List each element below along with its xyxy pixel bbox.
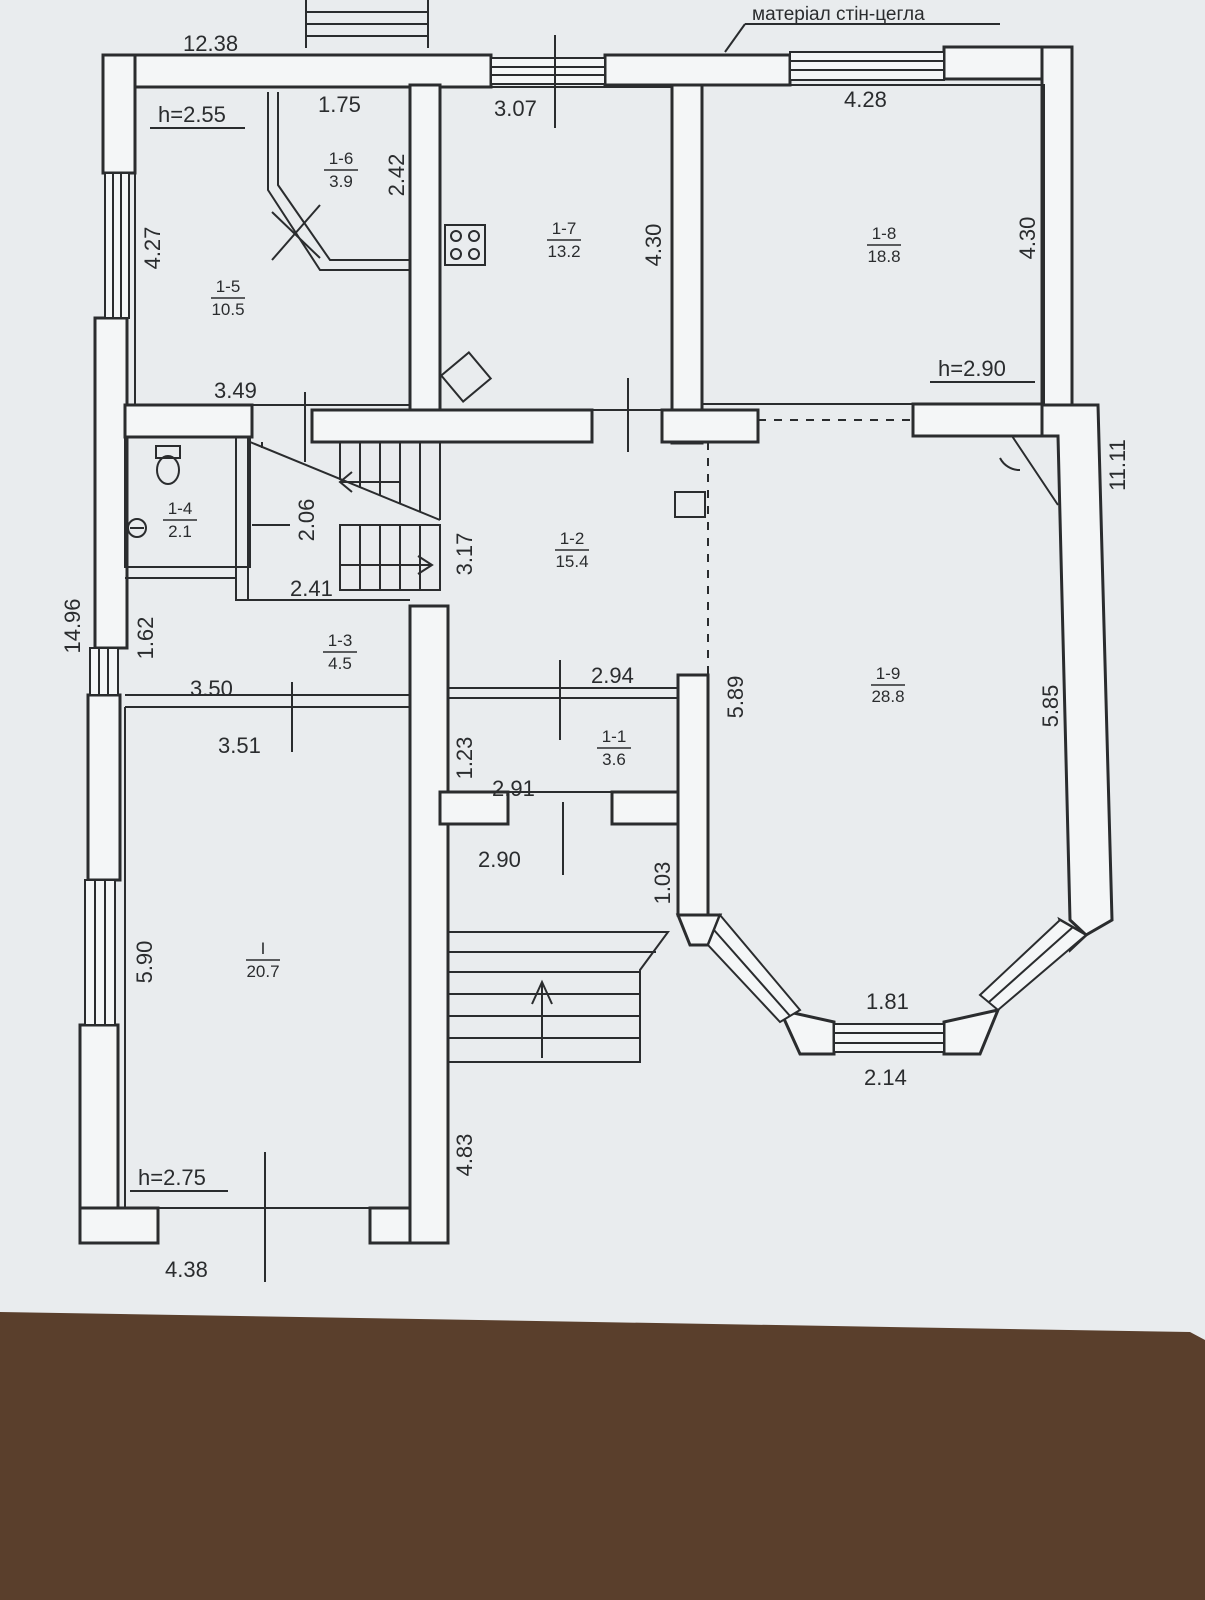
washbasin-icon (127, 518, 147, 538)
dim-4-30-right: 4.30 (1015, 217, 1040, 260)
room-1-6: 1-63.9 (324, 149, 358, 191)
material-note: матеріал стін-цегла (752, 4, 925, 25)
room-id: 1-6 (329, 149, 354, 168)
inner-stair (249, 441, 441, 591)
dim-4-83: 4.83 (452, 1134, 477, 1177)
room-id: 1-5 (216, 277, 241, 296)
dim-5-89: 5.89 (723, 676, 748, 719)
height-garage: h=2.75 (138, 1165, 206, 1190)
room-area: 20.7 (246, 962, 279, 981)
dim-3-49: 3.49 (214, 378, 257, 403)
dim-1-62: 1.62 (133, 617, 158, 660)
windows (84, 51, 1088, 1053)
room-area: 10.5 (211, 300, 244, 319)
partitions (124, 84, 1059, 1209)
room-1-3: 1-34.5 (323, 631, 357, 673)
dim-2-91: 2.91 (492, 776, 535, 801)
note-leader (724, 23, 746, 53)
walls (78, 45, 1114, 1245)
dimension-lines (252, 35, 629, 1282)
dim-1-03: 1.03 (650, 862, 675, 905)
dim-5-90: 5.90 (132, 941, 157, 984)
dim-5-85: 5.85 (1038, 685, 1063, 728)
dim-1-23: 1.23 (452, 737, 477, 780)
room-id: 1-7 (552, 219, 577, 238)
dim-1-75: 1.75 (318, 92, 361, 117)
room-1-9: 1-9 28.8 (871, 664, 905, 706)
dim-4-38: 4.38 (165, 1257, 208, 1282)
room-garage: I 20.7 (246, 939, 280, 981)
dim-4-27: 4.27 (140, 227, 165, 270)
room-1-4: 1-42.1 (163, 499, 197, 541)
room-id: 1-8 (872, 224, 897, 243)
height-left: h=2.55 (158, 102, 226, 127)
height-right: h=2.90 (938, 356, 1006, 381)
toilet-icon (156, 455, 180, 485)
room-1-1: 1-13.6 (597, 727, 631, 769)
room-1-5: 1-5 10.5 (211, 277, 245, 319)
room-id: 1-2 (560, 529, 585, 548)
dim-12-38: 12.38 (183, 31, 238, 56)
room-id: 1-4 (168, 499, 193, 518)
dim-11-11: 11.11 (1105, 439, 1130, 491)
dim-1-81: 1.81 (866, 989, 909, 1014)
dim-14-96: 14.96 (60, 598, 85, 653)
dim-2-90: 2.90 (478, 847, 521, 872)
room-area: 2.1 (168, 522, 192, 541)
dim-3-17: 3.17 (452, 533, 477, 576)
room-area: 13.2 (547, 242, 580, 261)
dim-2-06: 2.06 (294, 499, 319, 542)
room-id: 1-9 (876, 664, 901, 683)
stove-icon (444, 224, 486, 266)
room-area: 28.8 (871, 687, 904, 706)
room-area: 18.8 (867, 247, 900, 266)
dim-3-50: 3.50 (190, 676, 233, 701)
room-id: 1-3 (328, 631, 353, 650)
top-stair (305, 0, 429, 48)
sink-icon (439, 350, 493, 404)
dim-3-07: 3.07 (494, 96, 537, 121)
paper-sheet (0, 0, 1205, 1340)
dim-2-41: 2.41 (290, 576, 333, 601)
room-1-7: 1-7 13.2 (547, 219, 581, 261)
room-1-8: 1-8 18.8 (867, 224, 901, 266)
room-area: 3.6 (602, 750, 626, 769)
dim-4-28: 4.28 (844, 87, 887, 112)
room-area: 4.5 (328, 654, 352, 673)
fixtures (127, 224, 493, 538)
dim-2-14: 2.14 (864, 1065, 907, 1090)
dim-2-94: 2.94 (591, 663, 634, 688)
room-1-2: 1-2 15.4 (555, 529, 589, 571)
dim-4-30-kitchen: 4.30 (641, 224, 666, 267)
dim-3-51: 3.51 (218, 733, 261, 758)
entrance-steps (448, 931, 670, 1063)
room-area: 3.9 (329, 172, 353, 191)
room-id: I (261, 939, 266, 958)
dim-2-42: 2.42 (384, 154, 409, 197)
room-id: 1-1 (602, 727, 627, 746)
room-area: 15.4 (555, 552, 588, 571)
